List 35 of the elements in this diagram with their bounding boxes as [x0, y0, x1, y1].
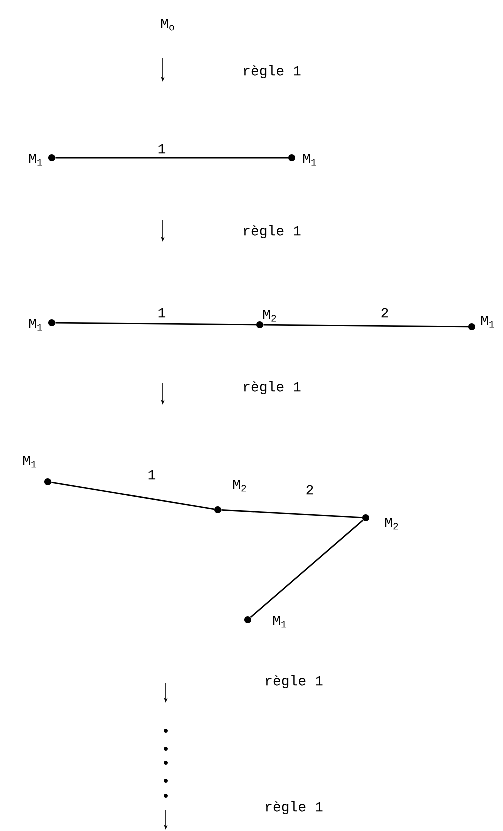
point-label: M$_{2}$ — [385, 518, 398, 530]
rule-label: règle 1 — [244, 381, 301, 395]
edge-label: 1 — [156, 143, 168, 155]
point-dot — [48, 320, 56, 326]
point-dot — [44, 478, 52, 486]
edge-label: 1 — [146, 469, 158, 481]
point-label: M$_{1}$ — [29, 154, 42, 166]
segment — [56, 157, 288, 159]
segment — [56, 322, 256, 326]
point-dot — [362, 514, 370, 522]
rule-label: règle 1 — [266, 801, 323, 815]
segment — [264, 324, 468, 328]
point-label: M$_{1}$ — [29, 319, 42, 331]
point-label: M$_{1}$ — [303, 154, 316, 166]
point-dot — [468, 324, 476, 330]
segment — [52, 482, 214, 510]
point-dot — [48, 154, 56, 162]
edge-label: 2 — [304, 484, 316, 496]
point-dot — [288, 154, 296, 162]
edge-label: 1 — [156, 307, 168, 319]
point-label: M$_{2}$ — [233, 480, 246, 492]
rule-label: règle 1 — [244, 65, 301, 79]
point-label: M$_{1}$ — [481, 316, 494, 328]
segment — [222, 510, 362, 518]
edge-label: 2 — [380, 307, 390, 319]
segment — [250, 520, 364, 618]
point-dot — [214, 506, 222, 514]
rule-label: règle 1 — [266, 675, 323, 689]
point-label: M$_{1}$ — [273, 616, 286, 628]
point-dot — [256, 322, 264, 328]
point-label: M$_{2}$ — [263, 310, 276, 322]
state-label: M$_{o}$ — [161, 19, 174, 31]
point-label: M$_{1}$ — [23, 456, 36, 468]
point-dot — [244, 616, 252, 624]
rule-label: règle 1 — [244, 225, 301, 239]
